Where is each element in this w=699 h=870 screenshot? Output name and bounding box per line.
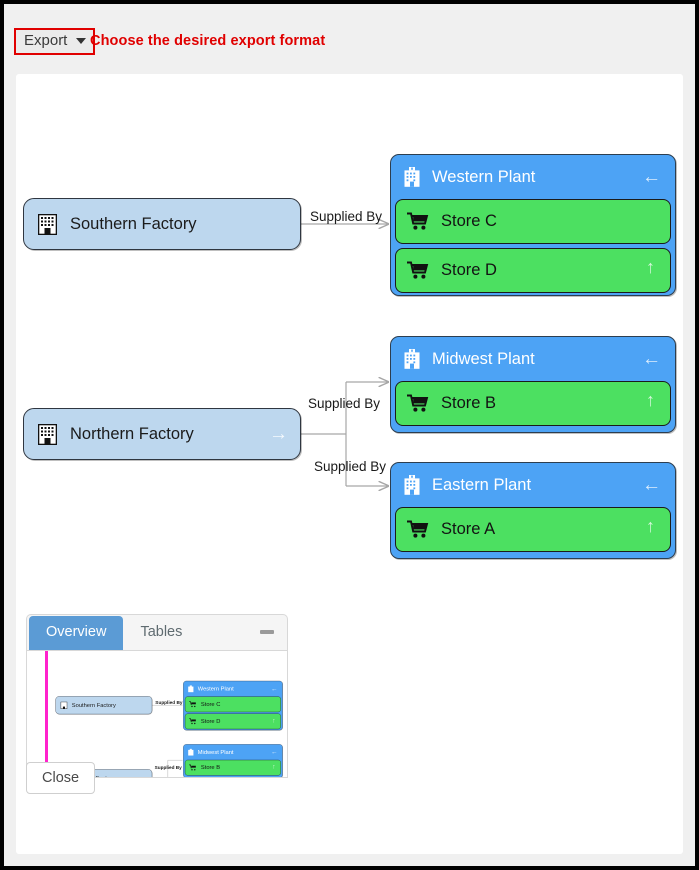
node-label: Southern Factory: [71, 701, 116, 709]
thumb-node-western-plant: Western Plant ← Store C: [183, 680, 283, 731]
arrow-left-icon[interactable]: ←: [642, 348, 661, 370]
plant-header: Western Plant ←: [184, 681, 283, 696]
minimize-icon[interactable]: [260, 630, 274, 634]
toolbar: Export Choose the desired export format: [4, 4, 695, 70]
overview-thumbnail: Supplied By Supplied By Supplied By Sout…: [53, 653, 287, 777]
thumbnail-diagram: Supplied By Supplied By Supplied By Sout…: [53, 653, 285, 777]
office-building-icon: [38, 423, 57, 445]
node-store-d[interactable]: Store D ↑: [395, 248, 671, 293]
tab-tables[interactable]: Tables: [140, 624, 183, 640]
export-button-label: Export: [24, 32, 68, 49]
shopping-cart-icon: [189, 718, 197, 725]
shopping-cart-icon: [407, 394, 429, 413]
node-label: Midwest Plant: [432, 349, 535, 368]
node-label: Store D: [441, 261, 497, 279]
chevron-down-icon: [76, 38, 87, 44]
node-store-c[interactable]: Store C: [395, 199, 671, 244]
thumb-node-southern-factory: Southern Factory: [55, 696, 153, 715]
thumb-node-store-d: Store D ↑: [184, 713, 281, 730]
supply-chain-diagram: Supplied By Supplied By Supplied By: [16, 74, 683, 644]
plant-header: Western Plant ←: [391, 155, 675, 199]
arrow-up-icon[interactable]: ↑: [646, 257, 655, 277]
hospital-building-icon: [403, 167, 421, 187]
thumb-edge-label-2: Supplied By: [154, 765, 182, 771]
arrow-right-icon: →: [141, 775, 148, 777]
node-store-b[interactable]: Store B ↑: [395, 381, 671, 426]
footer-bar: Close: [26, 762, 96, 794]
node-label: Store C: [441, 212, 497, 230]
arrow-left-icon[interactable]: ←: [642, 166, 661, 188]
tab-overview[interactable]: Overview: [29, 616, 124, 650]
thumb-edge-label-1: Supplied By: [155, 699, 183, 706]
node-label: Northern Factory: [70, 424, 194, 443]
node-label: Southern Factory: [70, 214, 197, 233]
connector-layer: [300, 74, 683, 644]
edge-label-southern-western: Supplied By: [310, 209, 383, 224]
node-label: Western Plant: [432, 167, 536, 186]
thumb-node-store-b: Store B ↑: [184, 759, 281, 776]
shopping-cart-icon: [407, 261, 429, 280]
edge-label-northern-eastern: Supplied By: [314, 459, 387, 474]
shopping-cart-icon: [407, 520, 429, 539]
arrow-left-icon: ←: [270, 685, 278, 693]
arrow-left-icon[interactable]: ←: [642, 474, 661, 496]
viewport-indicator[interactable]: [45, 651, 48, 777]
hospital-building-icon: [188, 685, 194, 693]
thumb-connector-layer: [151, 704, 183, 777]
thumb-node-store-c: Store C: [184, 696, 281, 713]
node-store-a[interactable]: Store A ↑: [395, 507, 671, 552]
edge-label-northern-midwest: Supplied By: [308, 396, 381, 411]
node-label: Store D: [200, 718, 221, 725]
node-northern-factory[interactable]: Northern Factory →: [23, 408, 301, 460]
shopping-cart-icon: [189, 701, 197, 708]
overview-tabbar: Overview Tables: [26, 614, 288, 650]
plant-header: Midwest Plant ←: [184, 745, 283, 760]
plant-header: Midwest Plant ←: [391, 337, 675, 381]
shopping-cart-icon: [407, 212, 429, 231]
overview-panel: Overview Tables Supplied: [26, 614, 288, 778]
arrow-up-icon: ↑: [272, 762, 276, 770]
hospital-building-icon: [403, 475, 421, 495]
thumb-node-midwest-plant: Midwest Plant ← Store B ↑: [183, 744, 283, 777]
export-dropdown-button[interactable]: Export: [16, 30, 94, 53]
office-building-icon: [60, 701, 68, 709]
arrow-right-icon[interactable]: →: [269, 423, 288, 445]
office-building-icon: [38, 213, 57, 235]
close-button[interactable]: Close: [26, 762, 96, 794]
node-label: Midwest Plant: [197, 748, 234, 756]
node-southern-factory[interactable]: Southern Factory: [23, 198, 301, 250]
plant-header: Eastern Plant ←: [391, 463, 675, 507]
node-label: Store B: [441, 394, 497, 412]
node-label: Eastern Plant: [432, 475, 532, 494]
arrow-up-icon: ↑: [272, 716, 276, 724]
node-label: Store C: [200, 701, 221, 708]
arrow-up-icon[interactable]: ↑: [646, 390, 655, 410]
overview-body[interactable]: Supplied By Supplied By Supplied By Sout…: [26, 650, 288, 778]
node-label: Store B: [200, 764, 221, 771]
diagram-canvas[interactable]: Supplied By Supplied By Supplied By: [16, 74, 683, 854]
window-frame: Export Choose the desired export format: [4, 4, 695, 866]
shopping-cart-icon: [189, 764, 197, 771]
arrow-up-icon[interactable]: ↑: [646, 516, 655, 536]
node-label: Western Plant: [197, 685, 234, 692]
export-highlight: Export: [14, 28, 96, 55]
export-hint-text: Choose the desired export format: [90, 33, 326, 49]
arrow-left-icon: ←: [270, 748, 278, 756]
node-midwest-plant[interactable]: Midwest Plant ← Store B ↑: [390, 336, 676, 433]
hospital-building-icon: [188, 748, 194, 756]
node-label: Store A: [441, 520, 496, 538]
node-eastern-plant[interactable]: Eastern Plant ← Store A ↑: [390, 462, 676, 559]
node-western-plant[interactable]: Western Plant ← Store C: [390, 154, 676, 296]
hospital-building-icon: [403, 349, 421, 369]
